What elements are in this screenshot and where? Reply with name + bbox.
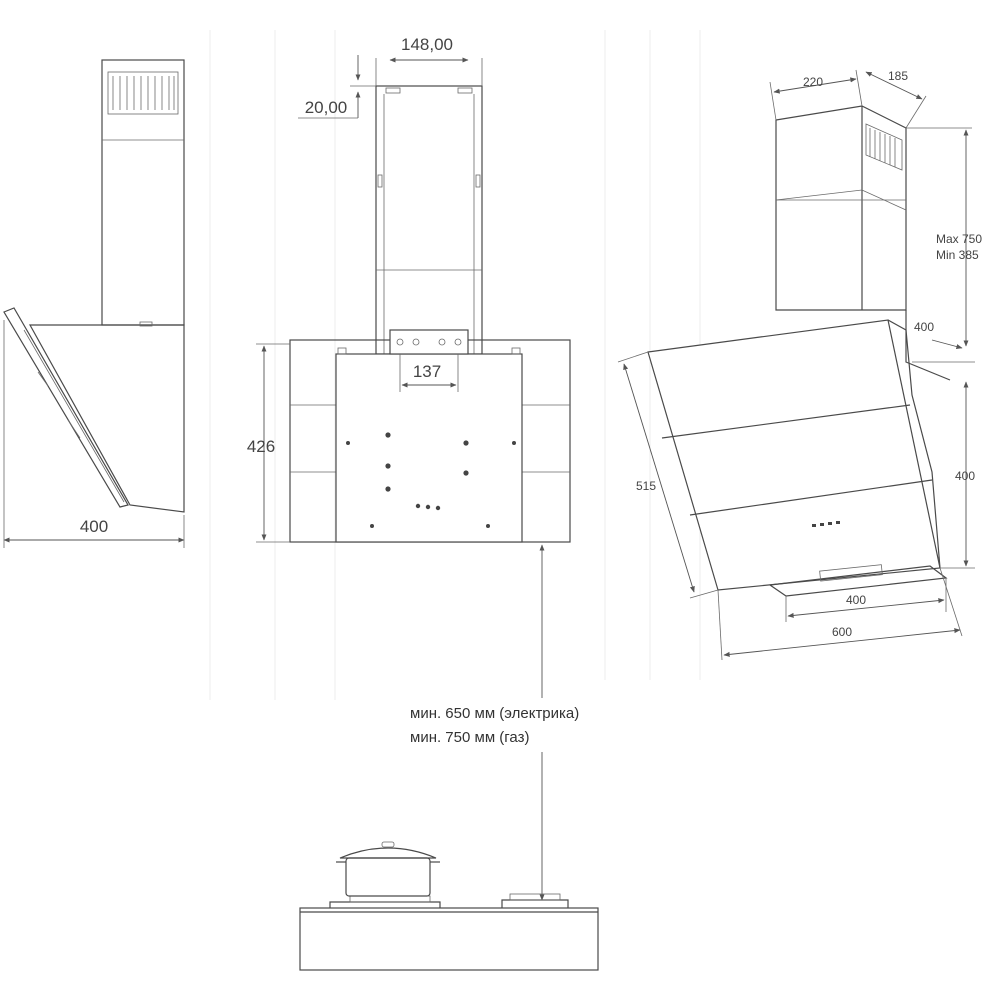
panel-length-label: 515 <box>636 479 656 493</box>
side-width-label: 400 <box>80 517 108 536</box>
chimney-top-depth-dimension <box>865 71 923 100</box>
install-note-gas: мин. 750 мм (газ) <box>410 729 529 746</box>
front-chimney <box>375 85 483 355</box>
mounting-holes <box>346 432 516 528</box>
pot <box>336 841 440 897</box>
side-vent-grille <box>107 71 179 115</box>
panel-length-dimension <box>623 363 695 593</box>
chimney-width-label: 148,00 <box>401 35 453 54</box>
outlet-offset-label: 400 <box>914 320 934 334</box>
iso-vent-grille <box>865 123 903 171</box>
iso-glass-front <box>647 319 941 591</box>
chimney-top-width-dimension <box>773 77 857 94</box>
mount-spacing-label: 137 <box>413 362 441 381</box>
front-body <box>335 353 523 543</box>
iso-chimney <box>775 105 907 311</box>
install-note-electric: мин. 650 мм (электрика) <box>410 705 579 722</box>
body-height-iso-label: 400 <box>955 469 975 483</box>
overall-width-dimension <box>723 628 961 657</box>
chimney-top-width-label: 220 <box>803 75 823 89</box>
cooktop-body <box>299 907 599 971</box>
chimney-height-max-label: Max 750 <box>936 232 982 246</box>
front-view: 148,00 20,00 <box>247 35 571 901</box>
side-body <box>28 324 185 513</box>
side-chimney <box>101 59 185 326</box>
bottom-width-dimension <box>787 598 945 618</box>
iso-body-side <box>905 310 951 381</box>
mounting-bracket <box>389 329 469 355</box>
iso-control-buttons <box>812 521 840 527</box>
cooktop <box>299 841 599 971</box>
chimney-height-min-label: Min 385 <box>936 248 979 262</box>
overall-width-label: 600 <box>832 625 852 639</box>
side-glass-panel <box>3 307 129 508</box>
body-height-label: 426 <box>247 437 275 456</box>
burner-left <box>329 901 441 908</box>
side-view: 400 <box>3 59 185 548</box>
bottom-width-label: 400 <box>846 593 866 607</box>
chimney-top-depth-label: 185 <box>888 69 908 83</box>
isometric-view: 220 185 Max 750 Min 385 400 400 <box>617 69 982 661</box>
chimney-offset-label: 20,00 <box>305 98 348 117</box>
install-note: мин. 650 мм (электрика) мин. 750 мм (газ… <box>410 705 579 746</box>
burner-right <box>501 899 569 908</box>
